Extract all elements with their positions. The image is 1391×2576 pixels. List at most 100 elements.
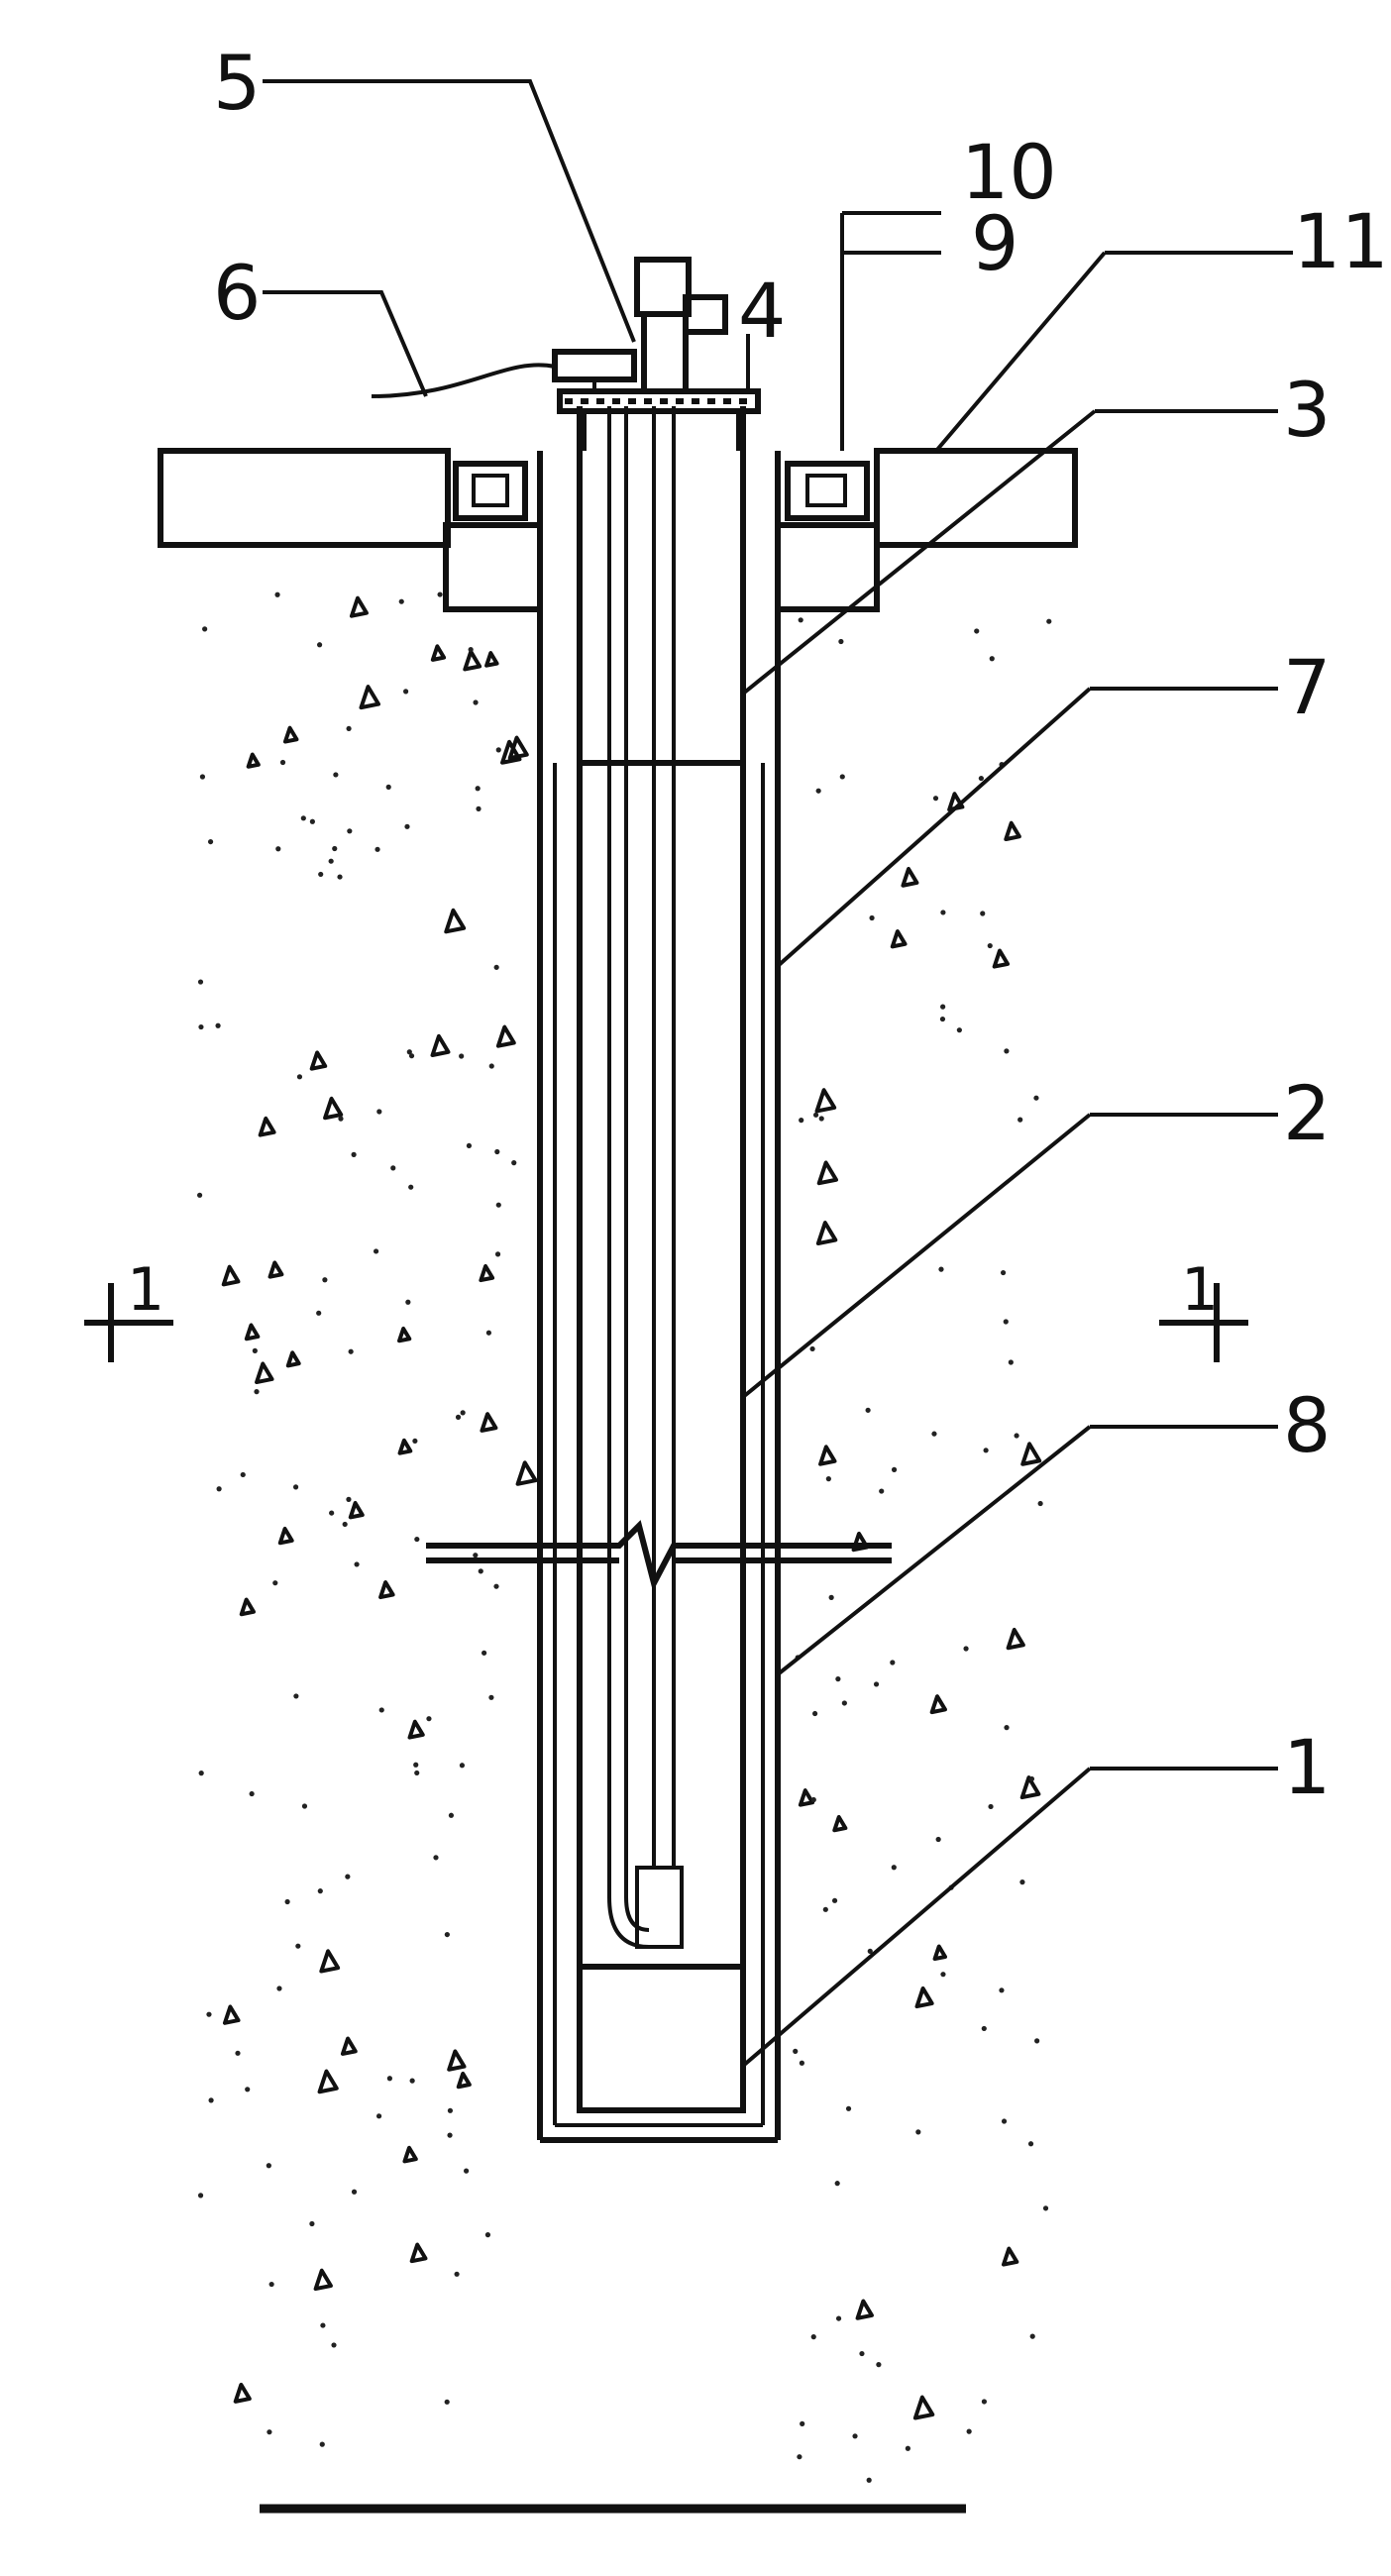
aggregate-dot <box>342 1521 348 1528</box>
aggregate-dot <box>822 1906 828 1912</box>
aggregate-triangle <box>480 1412 498 1433</box>
svg-text:1: 1 <box>127 1255 164 1325</box>
aggregate-triangle <box>515 1460 538 1486</box>
aggregate-dot <box>511 1160 517 1166</box>
sealed-bottom-chamber <box>577 1964 746 2113</box>
callout-5: 5 <box>213 39 261 127</box>
aggregate-triangle <box>402 2145 418 2164</box>
aggregate-dot <box>402 689 409 695</box>
aggregate-dot <box>274 591 280 597</box>
aggregate-dot <box>386 2076 392 2082</box>
aggregate-triangle <box>222 2004 241 2025</box>
aggregate-dot <box>328 858 334 864</box>
aggregate-triangle <box>1004 820 1021 842</box>
top-casing <box>577 406 746 2110</box>
aggregate-dot <box>279 759 286 766</box>
aggregate-triangle <box>246 752 261 769</box>
aggregate-triangle <box>244 1323 261 1342</box>
aggregate-dot <box>293 1693 299 1699</box>
aggregate-dot <box>337 874 343 880</box>
aggregate-triangle <box>285 1350 301 1368</box>
aggregate-dot <box>398 598 404 604</box>
aggregate-dot <box>799 2060 804 2066</box>
aggregate-triangle <box>901 866 919 888</box>
aggregate-triangle <box>932 1944 948 1962</box>
callout-4: 4 <box>738 267 786 355</box>
aggregate-triangle <box>378 1580 395 1600</box>
aggregate-dot <box>495 1202 501 1208</box>
aggregate-dot <box>798 617 803 623</box>
aggregate-dot <box>915 2129 921 2135</box>
aggregate-dot <box>245 2087 251 2093</box>
aggregate-dot <box>869 914 875 921</box>
aggregate-triangle <box>1020 1442 1042 1466</box>
aggregate-dot <box>935 1836 941 1843</box>
aggregate-dot <box>891 1466 898 1472</box>
aggregate-dot <box>332 845 338 852</box>
aggregate-triangle <box>268 1260 284 1279</box>
aggregate-dot <box>1017 1117 1023 1123</box>
aggregate-dot <box>374 846 380 852</box>
aggregate-dot <box>980 911 986 916</box>
aggregate-dot <box>1003 1319 1009 1325</box>
aggregate-dot <box>252 1347 258 1353</box>
aggregate-dot <box>460 1410 466 1416</box>
aggregate-dot <box>207 838 214 845</box>
aggregate-dot <box>815 788 821 794</box>
aggregate-dot <box>300 815 306 821</box>
outer-casing <box>537 451 781 2143</box>
aggregate-dot <box>376 1109 382 1115</box>
aggregate-dot <box>940 910 946 915</box>
aggregate-dot <box>409 2078 415 2084</box>
aggregate-dot <box>331 2342 337 2348</box>
aggregate-triangle <box>815 1221 838 1246</box>
concrete-collar <box>443 522 880 612</box>
aggregate-dot <box>482 1650 487 1656</box>
aggregate-dot <box>318 871 324 878</box>
aggregate-triangle <box>397 1438 413 1455</box>
leader-lines <box>263 79 1293 2068</box>
aggregate-dot <box>1019 1879 1025 1885</box>
aggregate-dot <box>852 2433 858 2439</box>
aggregate-dot <box>348 1348 354 1354</box>
aggregate-dot <box>983 1448 989 1453</box>
aggregate-dot <box>838 638 844 645</box>
aggregate-dot <box>939 1016 946 1022</box>
aggregate-dot <box>375 2113 382 2119</box>
aggregate-dot <box>999 1987 1005 1993</box>
aggregate-dot <box>987 942 993 949</box>
aggregate-triangle <box>890 929 908 949</box>
aggregate-dot <box>940 1004 946 1010</box>
aggregate-dot <box>198 1771 204 1776</box>
aggregate-dot <box>981 2025 987 2032</box>
aggregate-dot <box>835 1676 841 1682</box>
aggregate-dot <box>866 2477 872 2483</box>
aggregate-dot <box>292 1484 299 1490</box>
aggregate-dot <box>812 1112 819 1118</box>
aggregate-dot <box>215 1022 221 1028</box>
aggregate-dot <box>810 2334 816 2340</box>
aggregate-dot <box>347 828 353 834</box>
aggregate-triangle <box>816 1160 839 1186</box>
aggregate-dot <box>1029 2333 1035 2339</box>
aggregate-dot <box>404 823 410 829</box>
aggregate-dot <box>268 2281 274 2288</box>
aggregate-dot <box>316 1310 322 1316</box>
aggregate-dot <box>414 1536 420 1543</box>
aggregate-dot <box>301 1803 308 1809</box>
aggregate-dot <box>831 1897 838 1903</box>
aggregate-dot <box>809 1345 815 1352</box>
aggregate-dot <box>1000 1269 1007 1276</box>
aggregate-dot <box>800 2420 805 2426</box>
aggregate-triangle <box>340 2036 358 2056</box>
aggregate-dot <box>320 2322 326 2328</box>
aggregate-dot <box>468 646 474 653</box>
aggregate-dot <box>974 628 980 634</box>
inner-pipe <box>607 406 684 1949</box>
aggregate-dot <box>1034 2038 1040 2044</box>
aggregate-dot <box>1046 618 1052 624</box>
aggregate-triangle <box>914 1986 934 2009</box>
aggregate-triangle <box>814 1088 837 1114</box>
aggregate-dot <box>891 1865 897 1871</box>
aggregate-triangle <box>818 1445 837 1466</box>
